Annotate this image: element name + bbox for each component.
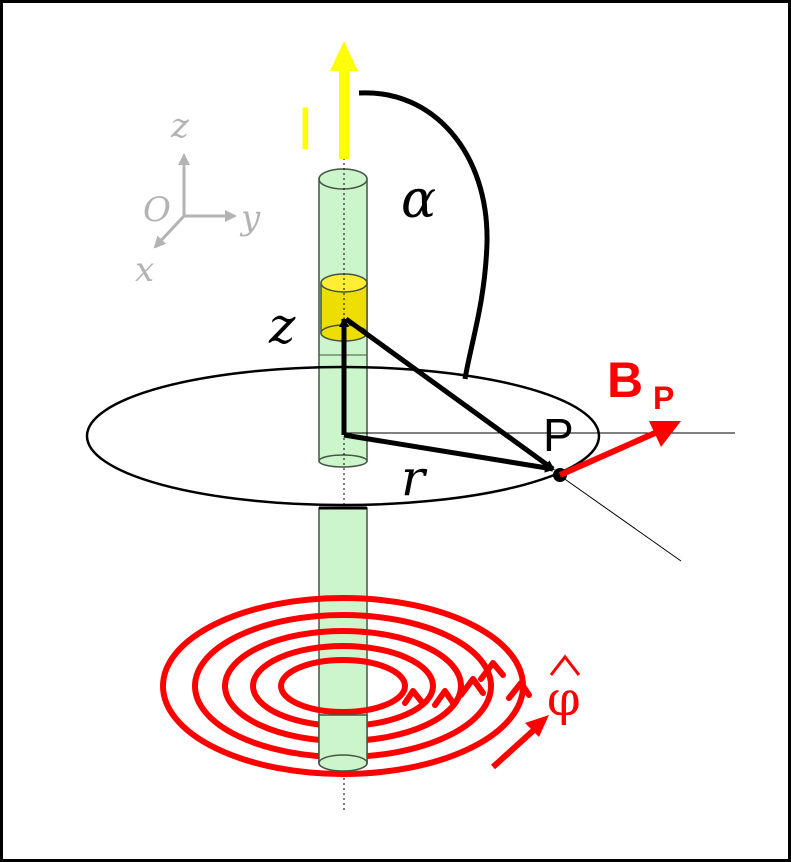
- y-axis-label: y: [239, 198, 261, 238]
- field-arrow-3: [458, 676, 486, 698]
- alpha-label: α: [401, 170, 436, 230]
- x-axis-label: x: [135, 250, 154, 290]
- b-field-label: B: [607, 352, 643, 408]
- distance-vector: [344, 316, 555, 472]
- field-arrow-5: [506, 680, 532, 701]
- x-axis: [153, 214, 186, 249]
- point-label: P: [543, 409, 574, 461]
- phi-hat-label: φ: [547, 654, 581, 727]
- field-arrow-4: [478, 660, 506, 682]
- x-reference-line: [558, 474, 682, 562]
- r-label: r: [401, 449, 428, 507]
- phi-symbol: φ: [547, 671, 581, 727]
- current-arrow: [330, 41, 358, 159]
- field-arrow-2: [432, 688, 456, 708]
- wire-lower-front: [318, 714, 368, 772]
- geometry-vectors: [339, 316, 555, 473]
- z-position-label: z: [268, 297, 296, 355]
- b-field-vector: [558, 421, 681, 478]
- field-arrow-1: [402, 688, 424, 706]
- current-label: I: [297, 95, 314, 162]
- z-axis-label: z: [170, 106, 190, 146]
- r-vector: [343, 432, 555, 473]
- origin-label: O: [143, 190, 171, 230]
- b-field-subscript: P: [653, 380, 674, 416]
- phi-hat-arrow: [490, 715, 549, 770]
- hat-icon: [549, 654, 581, 676]
- coordinate-axes: [153, 153, 237, 249]
- field-circle-1: [278, 657, 408, 715]
- alpha-angle-curve: [358, 90, 490, 380]
- magnetic-field-diagram: φ I α z y x O z r: [85, 41, 735, 813]
- field-direction-arrows: [402, 660, 532, 708]
